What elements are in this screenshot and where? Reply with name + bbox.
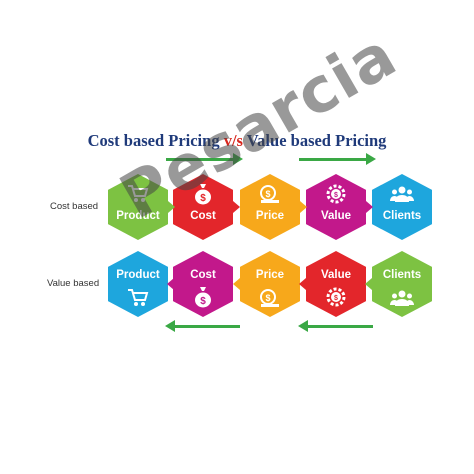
svg-text:$: $: [200, 296, 206, 307]
hex-value: $ Value: [306, 174, 366, 240]
svg-text:$: $: [265, 293, 270, 303]
hex-product: Product: [108, 251, 168, 317]
svg-text:$: $: [334, 192, 338, 199]
flow-arrow-left: [298, 320, 373, 332]
hex-clients: Clients: [372, 251, 432, 317]
row-label-cost-based: Cost based: [50, 201, 99, 212]
gear-dollar-icon: $: [306, 286, 366, 313]
svg-text:$: $: [265, 189, 270, 199]
people-icon: [372, 185, 432, 208]
connector-arrow: [365, 278, 372, 290]
connector-arrow: [300, 201, 307, 213]
hex-cost: Cost $: [173, 251, 233, 317]
flow-arrow-left: [165, 320, 240, 332]
hex-product: Product: [108, 174, 168, 240]
hex-price: $ Price: [240, 174, 300, 240]
svg-text:$: $: [334, 295, 338, 302]
coins-icon: $: [240, 184, 300, 209]
coins-icon: $: [240, 288, 300, 313]
connector-arrow: [168, 201, 175, 213]
gear-dollar-icon: $: [306, 183, 366, 210]
flow-arrow-right: [299, 153, 376, 165]
diagram-title: Cost based Pricing v/s Value based Prici…: [87, 131, 387, 150]
connector-arrow: [233, 278, 240, 290]
svg-text:$: $: [200, 193, 206, 204]
cart-icon: [108, 184, 168, 209]
connector-arrow: [167, 278, 174, 290]
hex-clients: Clients: [372, 174, 432, 240]
people-icon: [372, 289, 432, 312]
hex-price: Price $: [240, 251, 300, 317]
hex-cost: $ Cost: [173, 174, 233, 240]
hex-value: Value $: [306, 251, 366, 317]
cart-icon: [108, 288, 168, 313]
connector-arrow: [233, 201, 240, 213]
row-label-value-based: Value based: [47, 278, 100, 289]
connector-arrow: [366, 201, 373, 213]
money-bag-icon: $: [173, 183, 233, 210]
connector-arrow: [299, 278, 306, 290]
flow-arrow-right: [166, 153, 243, 165]
money-bag-icon: $: [173, 286, 233, 313]
